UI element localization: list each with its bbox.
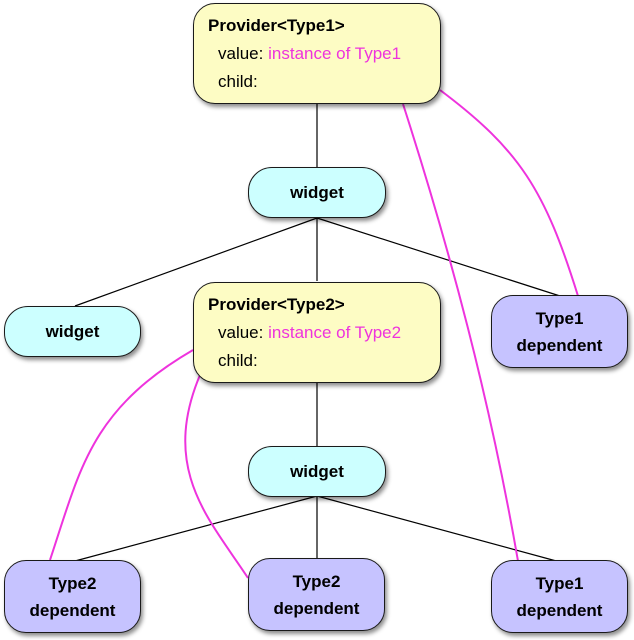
edge-widget2-to-type2-left	[74, 495, 318, 562]
link-type2-provider-to-dependent-mid	[184, 374, 249, 579]
dependent-type: Type1	[535, 308, 584, 328]
dependent-type: Type2	[292, 571, 341, 591]
provider-type1-value-row: value: instance of Type1	[208, 44, 440, 72]
type2-dependent-mid: Type2 dependent	[248, 558, 385, 631]
dependent-type: Type2	[48, 573, 97, 593]
dependent-label: dependent	[29, 600, 116, 620]
type1-dependent-bottom: Type1 dependent	[491, 560, 628, 633]
provider-type2-child-row: child:	[208, 351, 440, 379]
provider-type2-box: Provider<Type2> value: instance of Type2…	[193, 282, 441, 383]
dependent-label: dependent	[516, 335, 603, 355]
link-type1-provider-to-dependent-bottom	[402, 103, 519, 562]
dependent-type: Type1	[535, 573, 584, 593]
provider-type1-title: Provider<Type1>	[208, 16, 345, 35]
provider-type2-value: instance of Type2	[268, 323, 402, 342]
dependent-label: dependent	[516, 600, 603, 620]
child-label: child:	[218, 351, 258, 370]
widget-node-1: widget	[248, 167, 386, 218]
edge-widget2-to-type1-right	[316, 495, 561, 563]
provider-type2-title: Provider<Type2>	[208, 295, 345, 314]
type1-dependent-top: Type1 dependent	[491, 295, 628, 368]
edge-widget-to-type1-dependent	[316, 217, 561, 297]
link-type2-provider-to-dependent-left	[49, 349, 194, 561]
widget-node-left: widget	[4, 306, 141, 357]
dependent-label: dependent	[273, 598, 360, 618]
type2-dependent-left: Type2 dependent	[4, 560, 141, 633]
provider-type1-box: Provider<Type1> value: instance of Type1…	[193, 3, 441, 104]
widget-node-2: widget	[248, 446, 386, 497]
edge-widget-to-left-widget	[74, 217, 318, 307]
link-type1-provider-to-dependent-top	[439, 89, 579, 297]
value-label: value:	[218, 44, 264, 63]
value-label: value:	[218, 323, 264, 342]
child-label: child:	[218, 72, 258, 91]
provider-type1-child-row: child:	[208, 72, 440, 100]
provider-type1-value: instance of Type1	[268, 44, 402, 63]
provider-type2-value-row: value: instance of Type2	[208, 323, 440, 351]
